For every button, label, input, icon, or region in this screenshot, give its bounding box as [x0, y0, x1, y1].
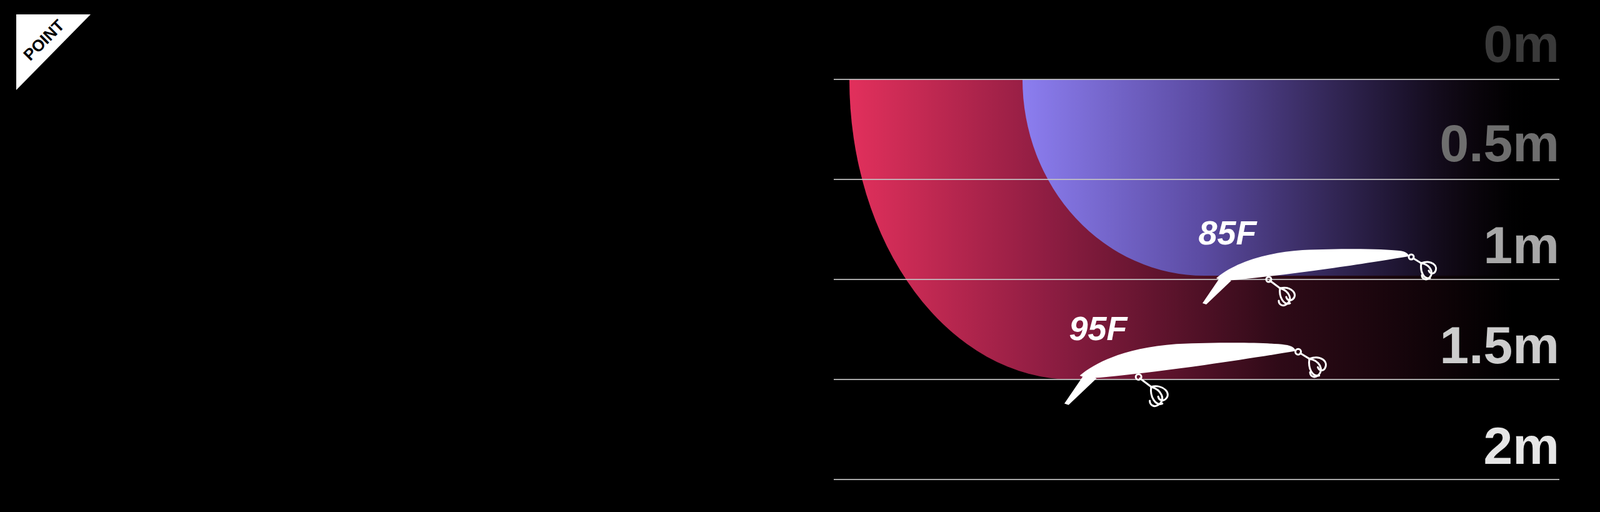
- lure-lip: [1064, 372, 1097, 405]
- depth-line: [833, 178, 1560, 180]
- range-95f: [849, 79, 1563, 380]
- corner-tag: [16, 14, 91, 90]
- lure-85f: [1202, 248, 1437, 305]
- depth-line: [833, 478, 1560, 480]
- lure-95f: [1064, 342, 1326, 406]
- depth-lines: [833, 79, 1560, 480]
- tail-hook: [1295, 348, 1327, 377]
- depth-label: 1m: [1483, 218, 1560, 272]
- lure-body: [1080, 342, 1296, 378]
- lure-body: [1216, 248, 1409, 280]
- range-85f: [1022, 79, 1563, 276]
- lure-label: 95F: [1068, 311, 1127, 345]
- depth-line: [833, 278, 1560, 280]
- belly-hook: [1135, 374, 1168, 407]
- depth-label: 0.5m: [1440, 116, 1560, 170]
- lure-label: 85F: [1198, 215, 1257, 250]
- depth-label: 0m: [1483, 17, 1560, 70]
- depth-label: 2m: [1483, 419, 1560, 472]
- depth-label: 1.5m: [1440, 318, 1560, 372]
- depth-line: [833, 78, 1560, 80]
- lure-lip: [1202, 275, 1232, 305]
- tail-hook: [1408, 254, 1437, 280]
- depth-line: [833, 378, 1560, 380]
- belly-hook: [1266, 276, 1295, 306]
